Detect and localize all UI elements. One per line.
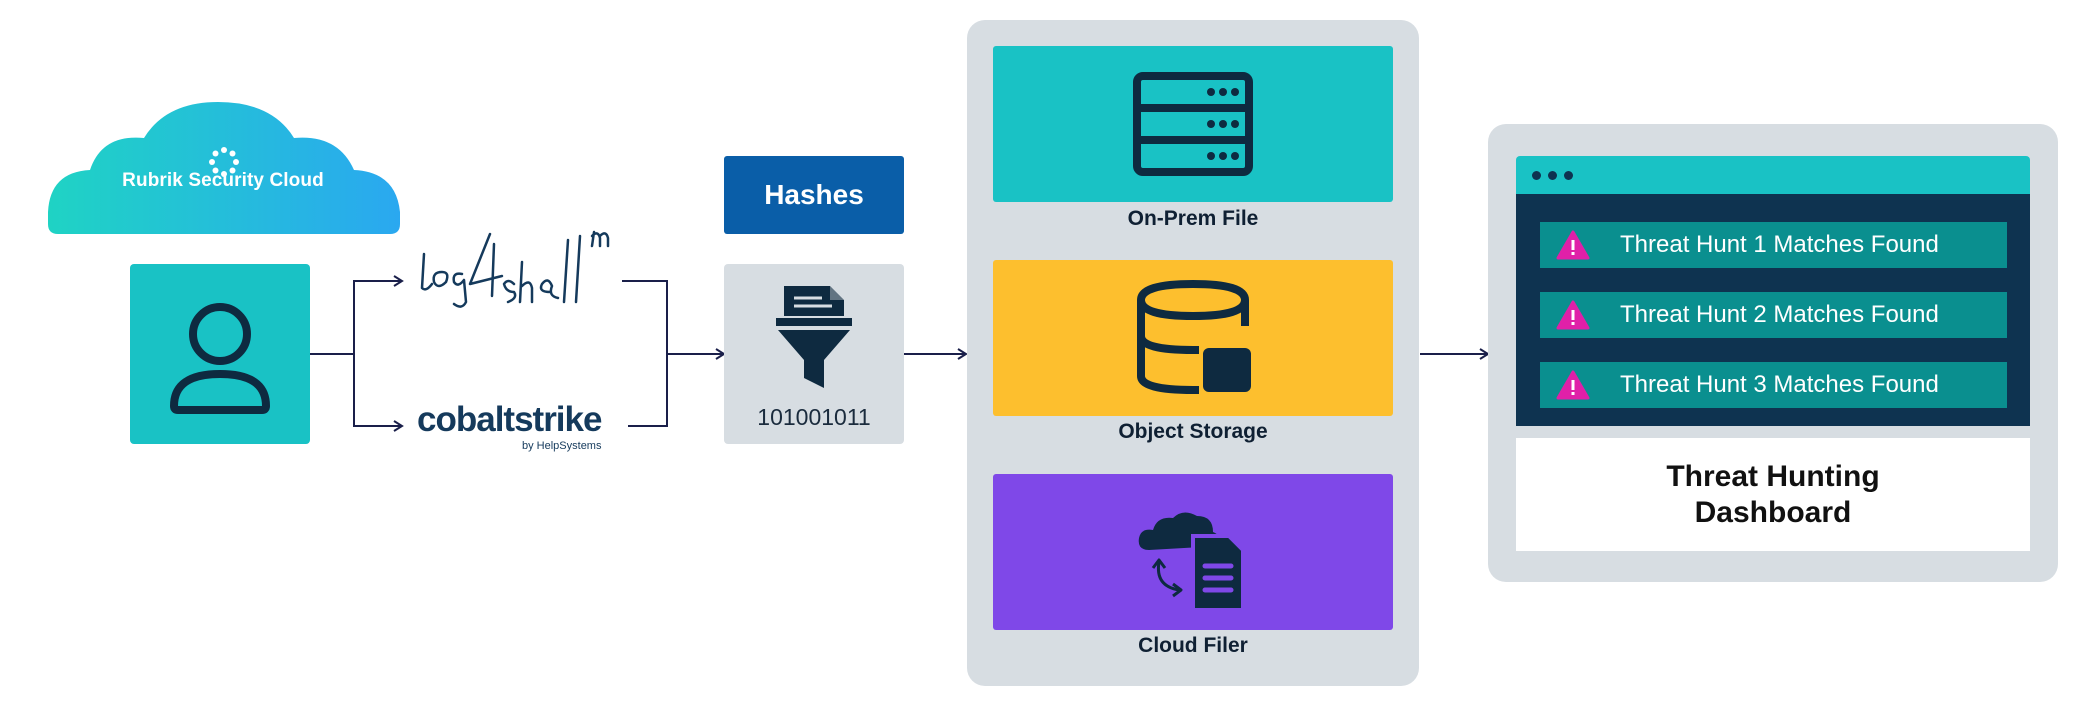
threat-hunt-match-row: Threat Hunt 3 Matches Found	[1540, 362, 2007, 408]
funnel-document-icon	[776, 286, 852, 388]
on-prem-file-label: On-Prem File	[1127, 207, 1259, 230]
log4shell-logo	[420, 230, 610, 308]
dashboard-title: Threat Hunting Dashboard	[1666, 459, 1880, 529]
database-icon	[1137, 280, 1251, 394]
threat-hunt-match-row: Threat Hunt 1 Matches Found	[1540, 222, 2007, 268]
server-rack-icon	[1133, 72, 1253, 176]
cloud-document-icon	[1138, 512, 1245, 612]
warning-icon	[1550, 230, 1596, 260]
window-dot-icon	[1548, 171, 1557, 180]
window-dot-icon	[1532, 171, 1541, 180]
on-prem-file-card	[993, 46, 1393, 202]
warning-icon	[1550, 370, 1596, 400]
warning-icon	[1550, 300, 1596, 330]
cloud-filer-label: Cloud Filer	[1138, 634, 1248, 657]
threat-hunt-match-text: Threat Hunt 3 Matches Found	[1620, 371, 1939, 398]
object-storage-label: Object Storage	[1118, 420, 1268, 443]
window-dot-icon	[1564, 171, 1573, 180]
arrow-user-to-cobalt	[353, 354, 404, 432]
dashboard-window-header	[1516, 156, 2030, 194]
hash-binary-text: 101001011	[757, 404, 871, 430]
cloud-filer-card	[993, 474, 1393, 630]
threat-hunt-match-text: Threat Hunt 1 Matches Found	[1620, 231, 1939, 258]
threat-hunt-match-row: Threat Hunt 2 Matches Found	[1540, 292, 2007, 338]
cobaltstrike-logo: cobaltstrike	[417, 400, 602, 439]
rubrik-logo-icon	[209, 147, 239, 177]
rubrik-cloud-shape	[48, 102, 400, 234]
threat-hunt-match-text: Threat Hunt 2 Matches Found	[1620, 301, 1939, 328]
rubrik-security-cloud-label: Rubrik Security Cloud	[122, 170, 324, 191]
line-logshell-merge	[622, 280, 668, 427]
user-icon	[170, 303, 270, 414]
arrow-user-to-logshell	[310, 275, 404, 355]
hash-funnel-box	[724, 264, 904, 444]
object-storage-card	[993, 260, 1393, 416]
cobaltstrike-byline: by HelpSystems	[522, 440, 602, 452]
user-box	[130, 264, 310, 444]
dashboard-title-box: Threat Hunting Dashboard	[1516, 438, 2030, 551]
hashes-label: Hashes	[724, 156, 904, 234]
